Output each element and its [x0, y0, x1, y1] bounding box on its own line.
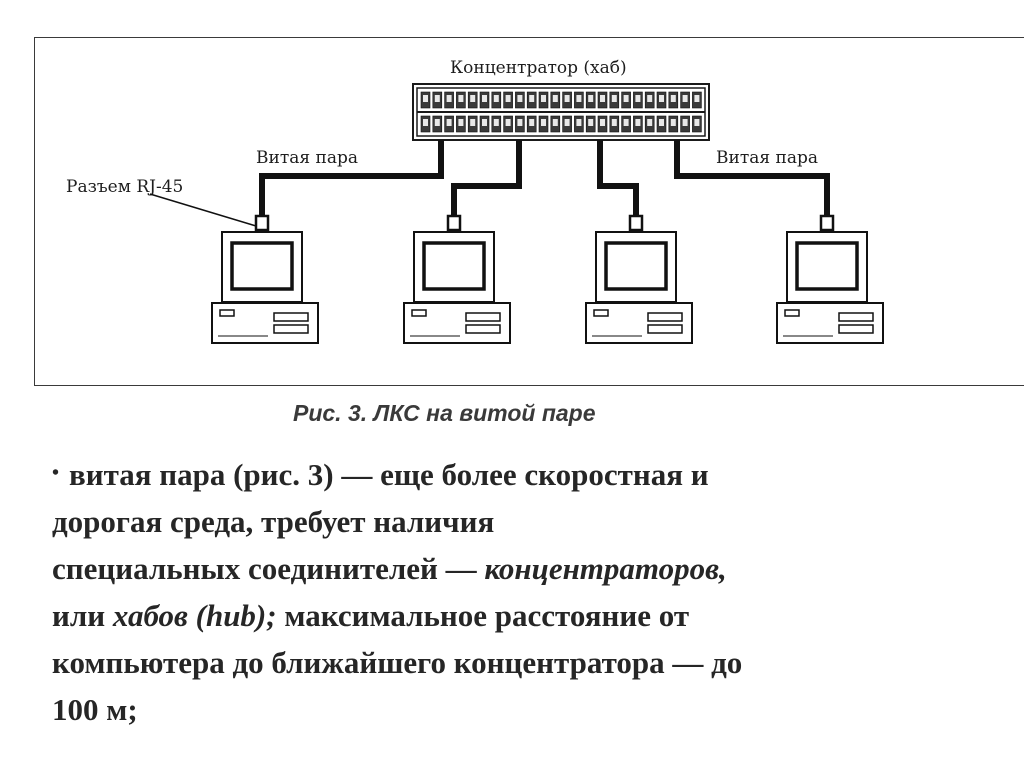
line-4-start: или: [52, 598, 113, 633]
computer-4: [776, 214, 884, 344]
twisted-pair-cables: [259, 140, 830, 216]
connector-pointer: [149, 193, 257, 227]
hub-device: [412, 83, 710, 141]
cable-label-right: Витая пара: [716, 148, 818, 168]
network-diagram: Концентратор (хаб) Витая пара Витая пара…: [66, 58, 884, 344]
computer-2: [403, 214, 511, 344]
cable-1: [259, 140, 444, 216]
computer-3: [585, 214, 693, 344]
line-4-end: максимальное расстояние от: [276, 598, 690, 633]
cable-3: [597, 140, 639, 216]
term-hub: хабов (hub);: [112, 598, 277, 633]
connector-label: Разъем RJ-45: [66, 177, 183, 197]
paragraph-line-5: компьютера до ближайшего концентратора —…: [52, 645, 743, 680]
cable-2: [451, 140, 522, 216]
hub-label: Концентратор (хаб): [450, 58, 627, 78]
paragraph-line-4: или хабов (hub); максимальное расстояние…: [52, 592, 1002, 639]
term-hubs: концентраторов,: [484, 551, 727, 586]
paragraph-line-1: • витая пара (рис. 3) — еще более скорост…: [52, 450, 1002, 498]
paragraph-line-6: 100 м;: [52, 692, 138, 727]
paragraph-line-2: дорогая среда, требует наличия: [52, 504, 495, 539]
bullet-point: •: [52, 462, 60, 484]
computer-1: [211, 214, 319, 344]
line-3-text: специальных соединителей —: [52, 551, 485, 586]
cable-label-left: Витая пара: [256, 148, 358, 168]
body-paragraph: • витая пара (рис. 3) — еще более скорост…: [52, 450, 1002, 733]
figure-caption: Рис. 3. ЛКС на витой паре: [293, 400, 596, 426]
paragraph-line-3: специальных соединителей — концентраторо…: [52, 545, 1002, 592]
line-1-text: витая пара (рис. 3) — еще более скоростн…: [69, 457, 709, 492]
cable-4: [674, 140, 830, 216]
